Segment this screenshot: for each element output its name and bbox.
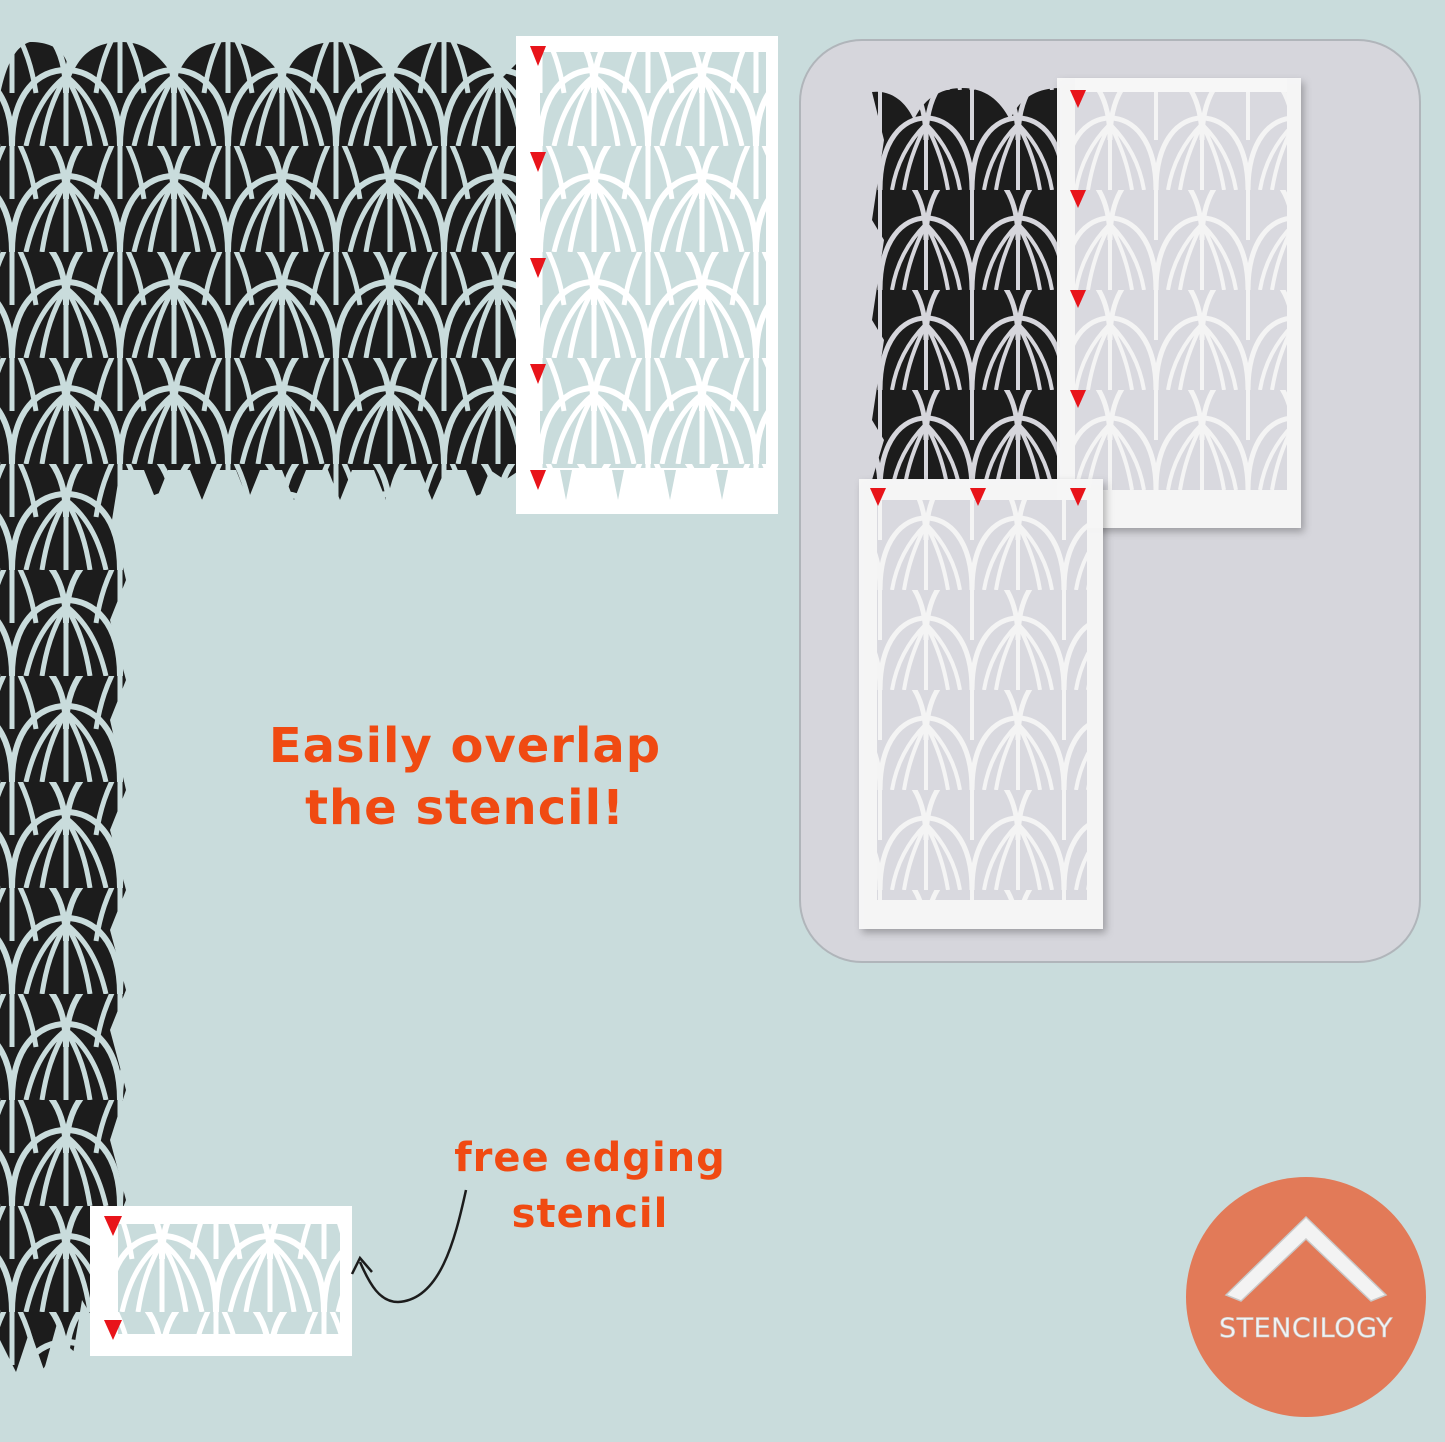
painted-pattern-top <box>0 42 520 500</box>
red-triangle-icon <box>104 1216 122 1340</box>
edging-label-line-1: free edging <box>454 1135 726 1181</box>
house-roof-icon <box>1224 1215 1388 1302</box>
main-stencil-sheet <box>516 36 778 514</box>
edging-stencil-sheet <box>90 1206 352 1356</box>
edging-label: free edging stencil <box>420 1130 760 1242</box>
painted-pattern-left <box>0 470 126 1372</box>
logo-text: STENCILOGY <box>1218 1313 1394 1345</box>
headline-line-1: Easily overlap <box>268 718 662 774</box>
overlap-inset-panel <box>799 39 1421 963</box>
edging-label-line-2: stencil <box>511 1191 669 1237</box>
red-triangle-icon <box>870 488 1086 506</box>
headline-line-2: the stencil! <box>305 780 625 836</box>
red-triangle-icon <box>530 46 546 490</box>
curved-arrow-icon <box>350 1189 468 1304</box>
stencilogy-logo: STENCILOGY <box>1186 1177 1426 1417</box>
headline: Easily overlap the stencil! <box>230 715 700 839</box>
